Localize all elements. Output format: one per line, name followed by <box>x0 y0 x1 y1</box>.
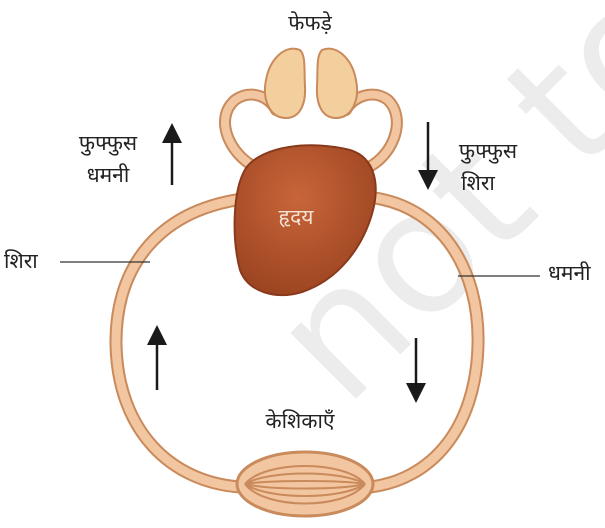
left-lung <box>265 49 305 118</box>
artery-label: धमनी <box>548 261 591 285</box>
capillary-bed <box>237 452 373 516</box>
vein-label: शिरा <box>4 249 38 273</box>
pulmonary-artery-label-line2: धमनी <box>87 163 130 187</box>
right-lung <box>317 49 357 118</box>
pulmonary-artery-label-line1: फुफ्फुस <box>79 131 138 156</box>
heart-label: हृदय <box>279 205 315 229</box>
pulmonary-vein-label-line2: शिरा <box>461 171 495 195</box>
pulmonary-vein-label-line1: फुफ्फुस <box>459 139 518 164</box>
lungs <box>265 49 357 118</box>
capillaries-label: केशिकाएँ <box>265 409 334 433</box>
lungs-label: फेफड़े <box>288 11 332 35</box>
capillary-bed-outline <box>237 452 373 516</box>
